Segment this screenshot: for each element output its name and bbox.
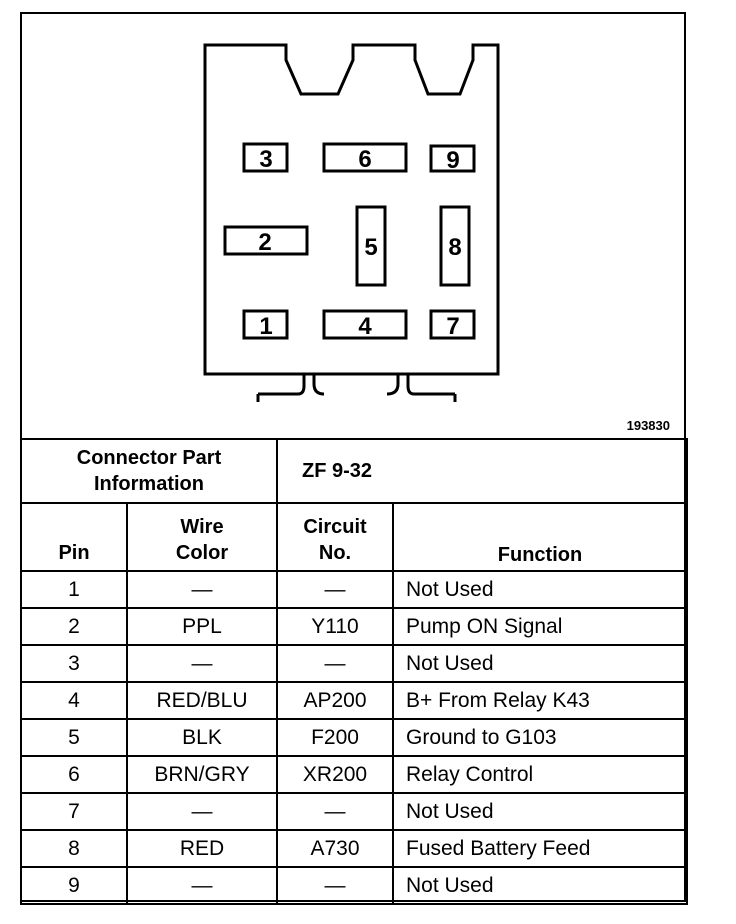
pin-cavity-2 — [223, 225, 309, 256]
pin-cell: 8 — [20, 829, 128, 868]
function-cell: Not Used — [392, 792, 688, 831]
function-cell: Relay Control — [392, 755, 688, 794]
wire-color-cell: BRN/GRY — [126, 755, 278, 794]
function-cell: Not Used — [392, 644, 688, 683]
wire-color-cell: RED/BLU — [126, 681, 278, 720]
pin-cavity-3 — [242, 142, 289, 173]
connector-sheet: 3 6 9 2 5 8 1 4 7 193830 Connector Part … — [20, 12, 688, 905]
part-info-label-line1: Connector Part — [76, 447, 222, 469]
pin-cell: 1 — [20, 570, 128, 609]
circuit-cell: F200 — [276, 718, 394, 757]
circuit-cell: — — [276, 644, 394, 683]
header-wire-line2: Color — [175, 542, 229, 564]
header-function: Function — [392, 502, 688, 572]
wire-color-cell: PPL — [126, 607, 278, 646]
circuit-cell: — — [276, 792, 394, 831]
part-info-value: ZF 9-32 — [276, 438, 688, 504]
pin-label: 8 — [448, 234, 461, 261]
table-row: 3——Not Used — [20, 644, 688, 683]
part-info-label-line2: Information — [94, 473, 204, 495]
wire-color-cell: — — [126, 866, 278, 905]
header-circuit-line1: Circuit — [303, 516, 367, 538]
wire-color-cell: — — [126, 570, 278, 609]
pin-cavity-7 — [429, 309, 476, 340]
table-row: 9——Not Used — [20, 866, 688, 905]
header-wire-color: Wire Color — [126, 502, 278, 572]
pin-cavity-5 — [355, 205, 387, 287]
pin-label: 7 — [446, 313, 459, 340]
pin-label: 1 — [259, 313, 272, 340]
function-cell: Pump ON Signal — [392, 607, 688, 646]
wire-color-cell: RED — [126, 829, 278, 868]
header-row: Pin Wire Color Circuit No. Function — [20, 502, 688, 572]
pin-cavity-4 — [322, 309, 408, 340]
header-circuit-no: Circuit No. — [276, 502, 394, 572]
function-cell: Not Used — [392, 570, 688, 609]
circuit-cell: Y110 — [276, 607, 394, 646]
pin-cavity-1 — [242, 309, 289, 340]
connector-diagram: 3 6 9 2 5 8 1 4 7 — [203, 43, 500, 402]
circuit-cell: A730 — [276, 829, 394, 868]
function-cell: B+ From Relay K43 — [392, 681, 688, 720]
circuit-cell: — — [276, 570, 394, 609]
pin-cell: 4 — [20, 681, 128, 720]
pin-cell: 9 — [20, 866, 128, 905]
pin-label: 3 — [259, 146, 272, 173]
circuit-cell: — — [276, 866, 394, 905]
function-cell: Fused Battery Feed — [392, 829, 688, 868]
figure-id: 193830 — [626, 418, 670, 433]
pin-cavity-8 — [439, 205, 471, 287]
function-cell: Ground to G103 — [392, 718, 688, 757]
header-wire-line1: Wire — [180, 516, 224, 538]
wire-color-cell: BLK — [126, 718, 278, 757]
table-row: 7——Not Used — [20, 792, 688, 831]
connector-body — [203, 43, 500, 376]
connector-latch — [258, 374, 455, 396]
pin-cell: 5 — [20, 718, 128, 757]
header-circuit-line2: No. — [318, 542, 352, 564]
pin-label: 2 — [258, 229, 271, 256]
wire-color-cell: — — [126, 644, 278, 683]
pinout-table: Connector Part Information ZF 9-32 Pin W… — [20, 438, 688, 905]
pin-cell: 3 — [20, 644, 128, 683]
circuit-cell: AP200 — [276, 681, 394, 720]
pin-label: 9 — [446, 147, 459, 174]
pin-label: 4 — [358, 313, 372, 340]
pin-cavity-9 — [429, 144, 476, 173]
wire-color-cell: — — [126, 792, 278, 831]
function-cell: Not Used — [392, 866, 688, 905]
header-pin: Pin — [20, 502, 128, 572]
pin-cell: 2 — [20, 607, 128, 646]
part-info-row: Connector Part Information ZF 9-32 — [20, 438, 688, 504]
pin-label: 5 — [364, 234, 377, 261]
pin-label: 6 — [358, 146, 371, 173]
table-row: 1——Not Used — [20, 570, 688, 609]
pin-cavity-6 — [322, 142, 408, 173]
circuit-cell: XR200 — [276, 755, 394, 794]
part-info-label: Connector Part Information — [20, 438, 278, 504]
pin-cell: 6 — [20, 755, 128, 794]
pin-cell: 7 — [20, 792, 128, 831]
